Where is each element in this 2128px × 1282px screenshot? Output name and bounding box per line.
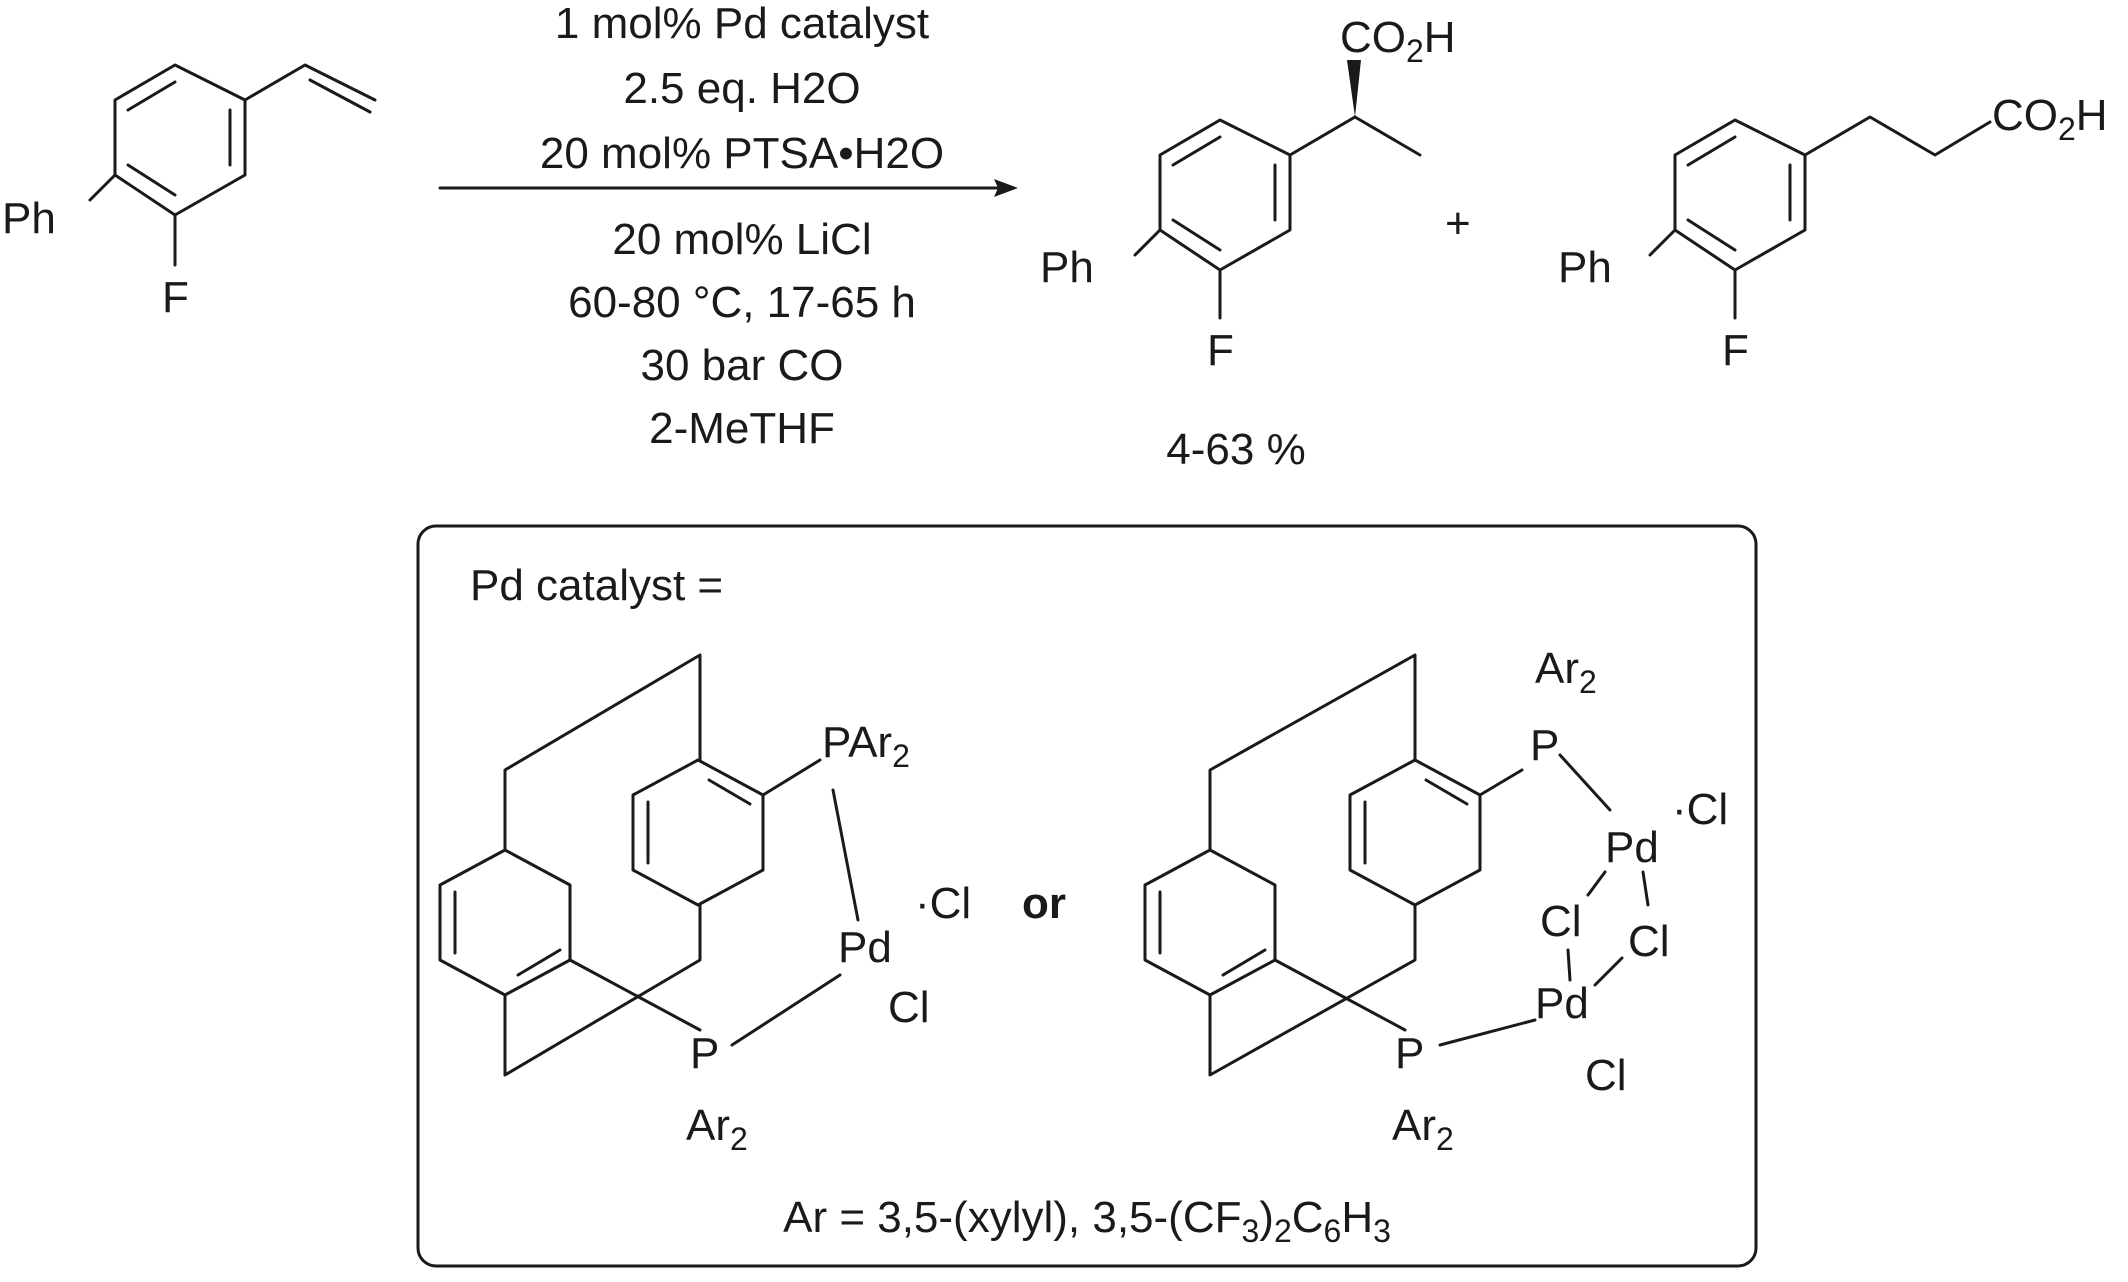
wedge-bond: [1347, 60, 1361, 117]
or-label: or: [1022, 879, 1066, 928]
phosphine-lower-label: P: [1395, 1029, 1424, 1078]
phosphine-upper-label: P: [1530, 721, 1559, 770]
condition-catalyst: 1 mol% Pd catalyst: [555, 0, 929, 48]
phenyl-label: Ph: [2, 194, 56, 243]
catalyst-monomer: PAr2 P Ar2 Pd ·Cl Cl: [438, 653, 971, 1157]
aryl-lower-label: Ar2: [686, 1101, 748, 1157]
condition-solvent: 2-MeTHF: [649, 404, 835, 453]
palladium-label: Pd: [838, 923, 892, 972]
starting-material: Ph F: [2, 63, 377, 322]
catalyst-dimer: Ar2 P Pd ·Cl Cl Cl Pd Cl P Ar2: [1143, 644, 1728, 1157]
phosphine-upper-label: PAr2: [822, 718, 910, 774]
chloride-label: Cl: [888, 983, 930, 1032]
chloride-label: ·Cl: [915, 879, 971, 928]
fluoro-label: F: [1722, 326, 1749, 375]
catalyst-heading: Pd catalyst =: [470, 561, 723, 610]
bridging-chloride-label: Cl: [1628, 917, 1670, 966]
chloride-label: ·Cl: [1672, 785, 1728, 834]
palladium-upper-label: Pd: [1605, 823, 1659, 872]
yield-label: 4-63 %: [1166, 425, 1305, 474]
product-branched-acid: CO2H Ph F 4-63 %: [1040, 13, 1456, 474]
aryl-definition: Ar = 3,5-(xylyl), 3,5-(CF3)2C6H3: [783, 1193, 1391, 1249]
condition-pressure: 30 bar CO: [641, 341, 844, 390]
plus-sign: +: [1445, 199, 1471, 248]
aryl-upper-label: Ar2: [1535, 644, 1597, 700]
carboxyl-label: CO2H: [1992, 91, 2108, 147]
catalyst-box: [416, 524, 1758, 1268]
phosphine-lower-label: P: [690, 1029, 719, 1078]
chloride-label: Cl: [1585, 1051, 1627, 1100]
product-linear-acid: CO2H Ph F: [1558, 91, 2108, 375]
reaction-conditions: 1 mol% Pd catalyst 2.5 eq. H2O 20 mol% P…: [540, 0, 944, 453]
fluoro-label: F: [162, 273, 189, 322]
fluoro-label: F: [1207, 326, 1234, 375]
phenyl-label: Ph: [1558, 243, 1612, 292]
palladium-lower-label: Pd: [1535, 979, 1589, 1028]
phenyl-label: Ph: [1040, 243, 1094, 292]
bridging-chloride-label: Cl: [1540, 897, 1582, 946]
condition-ptsa: 20 mol% PTSA•H2O: [540, 129, 944, 178]
reaction-arrow: [438, 179, 1018, 197]
condition-licl: 20 mol% LiCl: [612, 215, 871, 264]
carboxyl-label: CO2H: [1340, 13, 1456, 69]
condition-water: 2.5 eq. H2O: [623, 64, 860, 113]
aryl-lower-label: Ar2: [1392, 1101, 1454, 1157]
condition-temperature-time: 60-80 °C, 17-65 h: [568, 278, 916, 327]
